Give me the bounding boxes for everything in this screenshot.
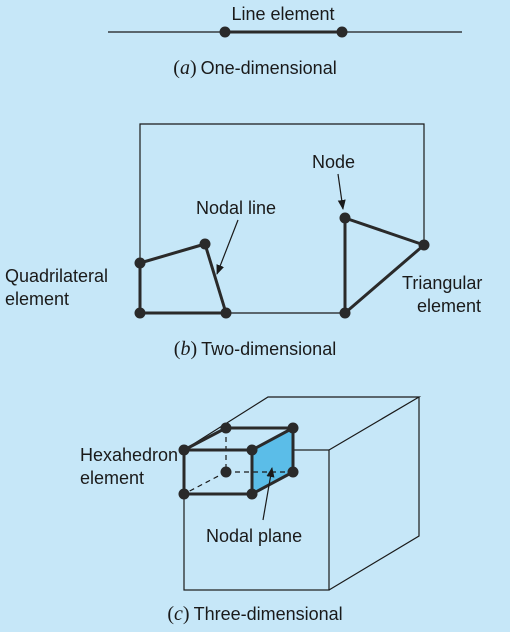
caption-c-text: Three-dimensional <box>194 604 343 624</box>
node <box>246 444 258 456</box>
hex-top-face <box>183 426 295 452</box>
node <box>199 238 211 250</box>
node <box>220 307 232 319</box>
caption-a-letter: a <box>180 57 190 79</box>
node <box>134 307 146 319</box>
quadrilateral-label-line1: Quadrilateral <box>5 266 108 286</box>
node <box>287 422 299 434</box>
node-arrow <box>337 173 346 210</box>
panel-one-dimensional: Line element (a)One-dimensional <box>108 4 462 79</box>
nodal-plane-arrow <box>262 467 275 521</box>
nodal-line-arrow <box>216 219 239 275</box>
node-label: Node <box>312 152 355 172</box>
node <box>287 466 299 478</box>
quadrilateral-element <box>138 242 228 315</box>
caption-a-text: One-dimensional <box>201 58 337 78</box>
domain-boundary <box>139 123 425 263</box>
caption-c: (c)Three-dimensional <box>167 603 342 625</box>
node <box>246 488 258 500</box>
caption-b: (b)Two-dimensional <box>174 338 336 360</box>
node <box>219 26 231 38</box>
node <box>220 466 232 478</box>
node <box>336 26 348 38</box>
hex-hidden-edge <box>183 471 227 495</box>
hexahedron-label-line1: Hexahedron <box>80 445 178 465</box>
cube-side-face <box>328 397 420 591</box>
triangular-element <box>343 216 426 315</box>
panel-two-dimensional: Quadrilateral element Nodal line Node Tr… <box>5 123 482 360</box>
node <box>134 257 146 269</box>
quadrilateral-label-line2: element <box>5 289 69 309</box>
node <box>339 212 351 224</box>
nodal-line-label: Nodal line <box>196 198 276 218</box>
nodal-plane-label: Nodal plane <box>206 526 302 546</box>
node <box>418 239 430 251</box>
caption-b-letter: b <box>180 338 190 360</box>
triangular-label-line1: Triangular <box>402 273 482 293</box>
hex-front-face <box>182 448 254 496</box>
caption-c-letter: c <box>174 603 183 625</box>
panel-three-dimensional: Hexahedron element Nodal plane (c)Three-… <box>80 396 422 625</box>
node <box>339 307 351 319</box>
triangular-label-line2: element <box>417 296 481 316</box>
node <box>220 422 232 434</box>
node <box>178 488 190 500</box>
caption-b-text: Two-dimensional <box>201 339 336 359</box>
hexahedron-label-line2: element <box>80 468 144 488</box>
line-element-label: Line element <box>231 4 334 24</box>
node <box>178 444 190 456</box>
cube-top-face <box>183 396 422 451</box>
caption-a: (a)One-dimensional <box>173 57 336 79</box>
